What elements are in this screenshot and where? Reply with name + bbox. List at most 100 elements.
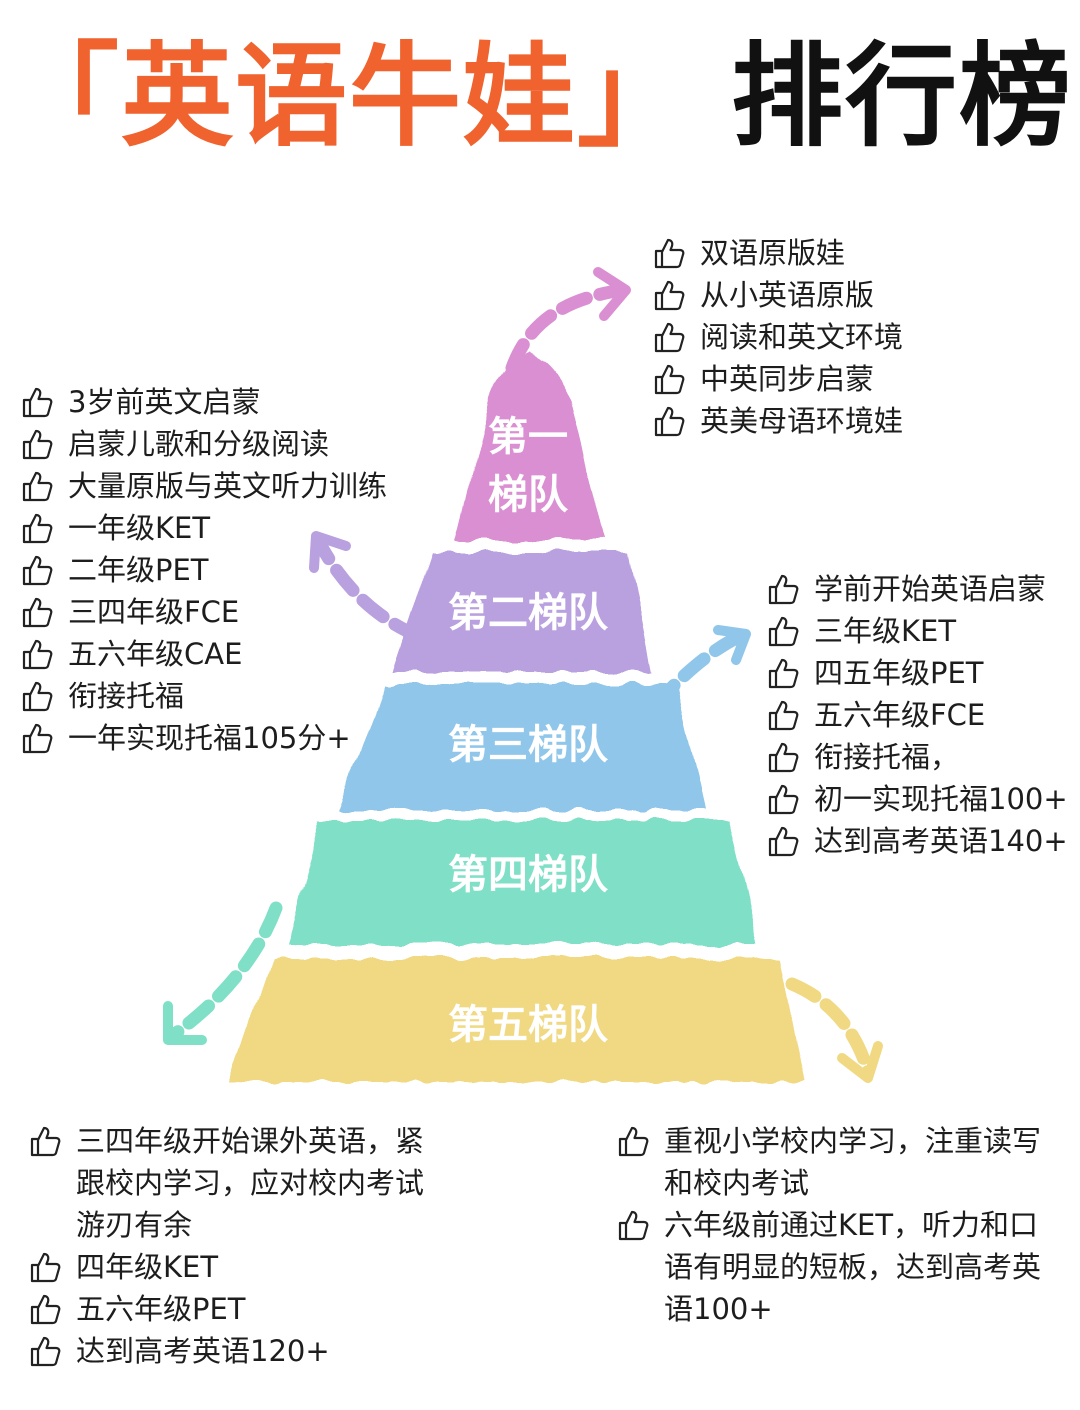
list-item-text: 启蒙儿歌和分级阅读 <box>68 427 330 461</box>
thumbs-up-icon <box>652 236 686 270</box>
tier-2-feature-list: 3岁前英文启蒙启蒙儿歌和分级阅读大量原版与英文听力训练一年级KET 二年级PET 三… <box>20 381 387 759</box>
arrow-tier-1 <box>505 267 631 375</box>
tier-2-label: 第二梯队 <box>448 590 609 636</box>
list-item: 从小英语原版 <box>652 274 903 316</box>
title-main: 排行榜 <box>731 32 1073 162</box>
tier-4-feature-list: 三四年级开始课外英语，紧跟校内学习，应对校内考试游刃有余四年级KET 五六年级PE… <box>28 1120 448 1372</box>
thumbs-up-icon <box>616 1208 650 1242</box>
arrow-tier-3 <box>649 625 751 711</box>
tier-4-band <box>288 820 758 944</box>
list-item: 初一实现托福100+ <box>766 778 1068 820</box>
tier-4-label: 第四梯队 <box>448 852 609 898</box>
tier-1-label-line2: 梯队 <box>488 472 569 518</box>
thumbs-up-icon <box>20 553 54 587</box>
tier-3-band <box>338 684 705 810</box>
thumbs-up-icon <box>20 427 54 461</box>
list-item-text: 重视小学校内学习，注重读写和校内考试 <box>664 1124 1042 1200</box>
list-item: 3岁前英文启蒙 <box>20 381 387 423</box>
list-item: 五六年级FCE <box>766 694 1068 736</box>
list-item: 衔接托福， <box>766 736 1068 778</box>
list-item-text: 一年实现托福105分+ <box>68 721 351 755</box>
list-item-text: 二年级PET <box>68 553 209 587</box>
list-item-text: 大量原版与英文听力训练 <box>68 469 388 503</box>
title-highlight: 「英语牛娃」 <box>7 32 691 162</box>
arrow-tier-5 <box>785 977 883 1083</box>
thumbs-up-icon <box>28 1292 62 1326</box>
list-item-text: 从小英语原版 <box>700 278 875 312</box>
list-item: 五六年级CAE <box>20 633 387 675</box>
list-item-text: 3岁前英文启蒙 <box>68 385 261 419</box>
list-item-text: 六年级前通过KET，听力和口语有明显的短板，达到高考英语100+ <box>664 1208 1042 1326</box>
list-item: 五六年级PET <box>28 1288 448 1330</box>
list-item: 衔接托福 <box>20 675 387 717</box>
list-item-text: 学前开始英语启蒙 <box>814 572 1047 606</box>
list-item-text: 五六年级CAE <box>68 637 243 671</box>
list-item-text: 双语原版娃 <box>700 236 846 270</box>
list-item: 达到高考英语120+ <box>28 1330 448 1372</box>
thumbs-up-icon <box>20 385 54 419</box>
thumbs-up-icon <box>766 824 800 858</box>
thumbs-up-icon <box>28 1334 62 1368</box>
list-item: 四五年级PET <box>766 652 1068 694</box>
list-item: 三四年级FCE <box>20 591 387 633</box>
list-item: 重视小学校内学习，注重读写和校内考试 <box>616 1120 1046 1204</box>
arrow-tier-4 <box>163 901 283 1045</box>
thumbs-up-icon <box>20 679 54 713</box>
thumbs-up-icon <box>20 511 54 545</box>
thumbs-up-icon <box>766 782 800 816</box>
tier-5-label: 第五梯队 <box>448 1002 609 1048</box>
thumbs-up-icon <box>766 740 800 774</box>
tier-1-feature-list: 双语原版娃从小英语原版阅读和英文环境中英同步启蒙英美母语环境娃 <box>652 232 903 442</box>
thumbs-up-icon <box>28 1250 62 1284</box>
list-item-text: 四五年级PET <box>814 656 984 690</box>
thumbs-up-icon <box>20 721 54 755</box>
arrow-tier-2 <box>309 531 425 643</box>
thumbs-up-icon <box>20 595 54 629</box>
list-item-text: 五六年级FCE <box>814 698 986 732</box>
list-item: 中英同步启蒙 <box>652 358 903 400</box>
thumbs-up-icon <box>652 320 686 354</box>
thumbs-up-icon <box>652 404 686 438</box>
list-item: 阅读和英文环境 <box>652 316 903 358</box>
list-item-text: 达到高考英语120+ <box>76 1334 330 1368</box>
list-item: 一年级KET <box>20 507 387 549</box>
list-item: 大量原版与英文听力训练 <box>20 465 387 507</box>
list-item: 双语原版娃 <box>652 232 903 274</box>
list-item-text: 阅读和英文环境 <box>700 320 904 354</box>
list-item-text: 初一实现托福100+ <box>814 782 1068 816</box>
list-item-text: 三四年级开始课外英语，紧跟校内学习，应对校内考试游刃有余 <box>76 1124 425 1242</box>
list-item: 四年级KET <box>28 1246 448 1288</box>
list-item-text: 三四年级FCE <box>68 595 240 629</box>
thumbs-up-icon <box>28 1124 62 1158</box>
list-item-text: 中英同步启蒙 <box>700 362 875 396</box>
tier-5-band <box>230 958 804 1082</box>
list-item: 学前开始英语启蒙 <box>766 568 1068 610</box>
list-item-text: 四年级KET <box>76 1250 219 1284</box>
list-item-text: 五六年级PET <box>76 1292 246 1326</box>
list-item: 三四年级开始课外英语，紧跟校内学习，应对校内考试游刃有余 <box>28 1120 448 1246</box>
thumbs-up-icon <box>766 572 800 606</box>
list-item: 一年实现托福105分+ <box>20 717 387 759</box>
list-item: 启蒙儿歌和分级阅读 <box>20 423 387 465</box>
list-item: 三年级KET <box>766 610 1068 652</box>
thumbs-up-icon <box>20 637 54 671</box>
list-item-text: 衔接托福， <box>814 740 960 774</box>
list-item: 六年级前通过KET，听力和口语有明显的短板，达到高考英语100+ <box>616 1204 1046 1330</box>
thumbs-up-icon <box>766 614 800 648</box>
tier-1-band <box>455 352 604 540</box>
thumbs-up-icon <box>766 656 800 690</box>
list-item: 英美母语环境娃 <box>652 400 903 442</box>
thumbs-up-icon <box>20 469 54 503</box>
list-item-text: 衔接托福 <box>68 679 185 713</box>
tier-1-label-line1: 第一 <box>488 414 568 460</box>
tier-3-label: 第三梯队 <box>448 722 609 768</box>
list-item-text: 一年级KET <box>68 511 211 545</box>
list-item: 达到高考英语140+ <box>766 820 1068 862</box>
thumbs-up-icon <box>616 1124 650 1158</box>
tier-3-feature-list: 学前开始英语启蒙三年级KET 四五年级PET 五六年级FCE 衔接托福， 初一实现托福1… <box>766 568 1068 862</box>
tier-2-band <box>392 552 652 672</box>
list-item-text: 三年级KET <box>814 614 957 648</box>
thumbs-up-icon <box>652 278 686 312</box>
thumbs-up-icon <box>652 362 686 396</box>
